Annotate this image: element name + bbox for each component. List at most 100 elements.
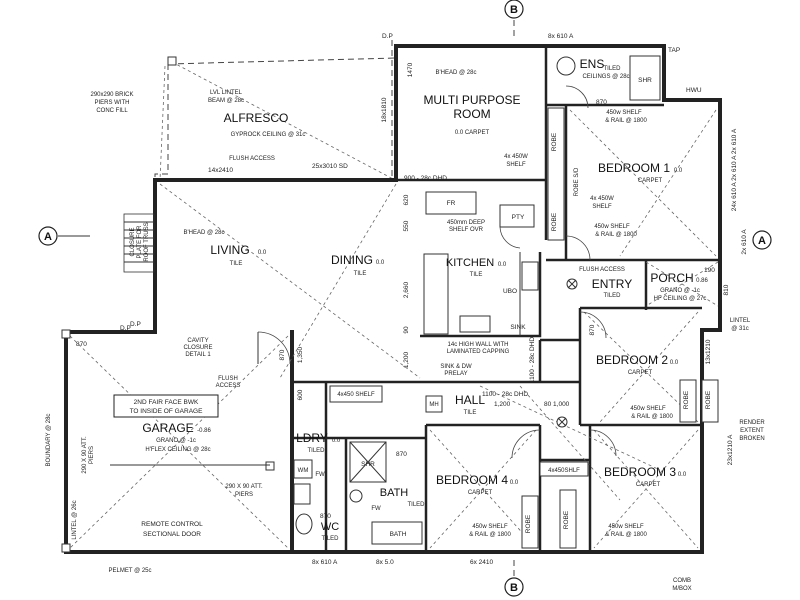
multi-purpose-room: MULTI PURPOSE ROOM 0.0 CARPET B'HEAD @ 2… xyxy=(404,70,528,182)
dim-610a-right2: 2x 610 A xyxy=(741,229,748,255)
fixture-sink: SINK xyxy=(510,324,526,331)
bedroom1-floor: CARPET xyxy=(638,178,663,184)
dim-190: 190 xyxy=(704,267,715,274)
fixture-hwu: HWU xyxy=(686,87,702,94)
dim-1470: 1470 xyxy=(407,62,414,77)
fixture-ubo: UBO xyxy=(503,288,517,295)
dining-floor: TILE xyxy=(354,271,367,277)
room-code-bedroom2: 0.0 xyxy=(670,360,679,366)
room-label-multi-1: MULTI PURPOSE xyxy=(423,93,520,107)
ldry-floor: TILED xyxy=(307,448,325,454)
laundry-tub xyxy=(293,483,311,505)
hall-shelf-label: 4x450 SHELF xyxy=(337,392,375,398)
room-code-porch: 0.86 xyxy=(696,278,708,284)
closure-note-1: CLOSURE xyxy=(130,227,136,256)
dhd-900: 900 - 28c DHD xyxy=(404,175,447,182)
dim-1000-hall: 80 1,000 xyxy=(544,401,570,408)
dim-550: 550 xyxy=(403,220,410,231)
kitchen-island xyxy=(423,253,449,335)
manhole xyxy=(425,395,443,413)
room-label-multi-2: ROOM xyxy=(453,107,490,121)
kitchen-floor: TILE xyxy=(470,272,483,278)
alfresco-outline xyxy=(154,40,397,330)
bedroom-4: BEDROOM 4 0.0 CARPET 450w SHELF & RAIL @… xyxy=(429,429,589,549)
att-piers-line2: PIERS xyxy=(235,492,253,498)
dim-6x2410: 6x 2410 xyxy=(470,559,494,566)
shelf-b1-1: 4x 450W xyxy=(590,196,614,202)
room-code-ldry: 0.0 xyxy=(332,438,341,444)
bhead-multi: B'HEAD @ 28c xyxy=(436,70,477,76)
bedroom-1: ROBE ROBE ROBE S/D BEDROOM 1 0.0 CARPET … xyxy=(547,107,748,261)
robe-b1-label-1: ROBE xyxy=(551,132,558,151)
fair-face-note-line1: 2ND FAIR FACE BWK xyxy=(134,399,199,406)
bath-basin xyxy=(349,489,363,503)
cavity-closure-2: CLOSURE xyxy=(183,345,212,351)
dim-870-living: 870 xyxy=(279,349,286,360)
section-marker-a-right: A xyxy=(752,230,772,250)
kitchen: FR 450mm DEEP SHELF OVR PTY KITCHEN 0.0 … xyxy=(420,191,542,377)
fridge-space xyxy=(425,191,477,215)
porch-ceiling: HF CEILING @ 27c xyxy=(654,296,707,302)
render-extent-3: BROKEN xyxy=(739,436,764,442)
entry-porch: FLUSH ACCESS ENTRY TILED PORCH 0.86 GRAN… xyxy=(566,261,751,332)
section-marker-b-top: B xyxy=(504,0,524,40)
alfresco-ceiling: GYPROCK CEILING @ 31c xyxy=(231,132,306,138)
lvl-lintel-2: BEAM @ 28c xyxy=(208,98,244,104)
dim-620: 620 xyxy=(403,194,410,205)
room-code-bedroom4: 0.0 xyxy=(510,480,519,486)
section-marker-label: A xyxy=(758,235,766,247)
dim-600: 600 xyxy=(297,389,304,400)
closure-plate: CLOSURE PLATE FOR ROOF TRUSS xyxy=(123,213,155,273)
shelf-b1-2: SHELF xyxy=(592,204,612,210)
section-marker-label: A xyxy=(44,231,52,243)
shelf-rail-b4-1: 450w SHELF xyxy=(472,524,508,530)
comb-mbox-2: M/BOX xyxy=(672,586,691,592)
dim-870-garage: 870 xyxy=(76,341,87,348)
bhead-living: B'HEAD @ 28c xyxy=(184,230,225,236)
boundary-note: BOUNDARY @ 28c xyxy=(46,414,52,467)
flush-access-note: FLUSH ACCESS xyxy=(229,156,275,162)
brick-piers-3: CONC FILL xyxy=(96,108,128,114)
living-dining: LIVING 0.0 TILE DINING 0.0 TILE B'HEAD @… xyxy=(130,183,421,400)
robe-b2-ext-label: ROBE xyxy=(705,390,712,409)
room-label-bath: BATH xyxy=(380,487,409,499)
render-extent-2: EXTENT xyxy=(740,428,764,434)
room-code-dining: 0.0 xyxy=(376,260,385,266)
pelmet-note: PELMET @ 25c xyxy=(109,568,152,574)
shelf-rail-b1a-2: & RAIL @ 1800 xyxy=(605,118,647,124)
room-label-wc: WC xyxy=(321,521,339,533)
deep-shelf-1: 450mm DEEP xyxy=(447,220,485,226)
room-code-living: 0.0 xyxy=(258,250,267,256)
fixture-mh: MH xyxy=(429,402,438,408)
robe-b3-label: ROBE xyxy=(563,510,570,529)
wc-floor: TILED xyxy=(321,536,339,542)
room-label-bedroom4: BEDROOM 4 xyxy=(436,473,508,487)
dim-13x1210: 13x1210 xyxy=(705,339,712,364)
bedroom3-floor: CARPET xyxy=(636,482,661,488)
room-code-kitchen: 0.0 xyxy=(498,262,507,268)
robe-b4-label: ROBE xyxy=(525,514,532,533)
lintel-31c-2: @ 31c xyxy=(731,326,748,332)
dim-2660: 2,660 xyxy=(403,281,410,298)
section-marker-label: B xyxy=(510,4,518,16)
room-label-bedroom1: BEDROOM 1 xyxy=(598,161,670,175)
closure-note-2: PLATE FOR xyxy=(137,225,143,259)
room-code-bedroom1: 0.0 xyxy=(674,168,683,174)
shelf-b4 xyxy=(539,461,589,477)
fixture-fr: FR xyxy=(447,200,456,207)
fixture-shr-bath: SHR xyxy=(361,461,375,468)
shelf-rail-b2-2: & RAIL @ 1800 xyxy=(631,414,673,420)
dp-living: D.P xyxy=(130,321,141,328)
living-floor: TILE xyxy=(230,261,243,267)
dim-870-b2: 870 xyxy=(589,324,596,335)
section-marker-a-left: A xyxy=(38,226,90,246)
remote-door-line2: SECTIONAL DOOR xyxy=(143,531,201,538)
brick-piers-2: PIERS WITH xyxy=(94,100,129,106)
shelf-rail-b1b-2: & RAIL @ 1800 xyxy=(595,232,637,238)
dim-23x1210: 23x1210 A xyxy=(727,434,734,465)
bathtub xyxy=(371,521,423,545)
fixture-fw-bath: FW xyxy=(371,506,381,512)
room-label-bedroom3: BEDROOM 3 xyxy=(604,465,676,479)
ens-floor: TILED xyxy=(603,66,621,72)
room-label-garage: GARAGE xyxy=(142,421,193,435)
